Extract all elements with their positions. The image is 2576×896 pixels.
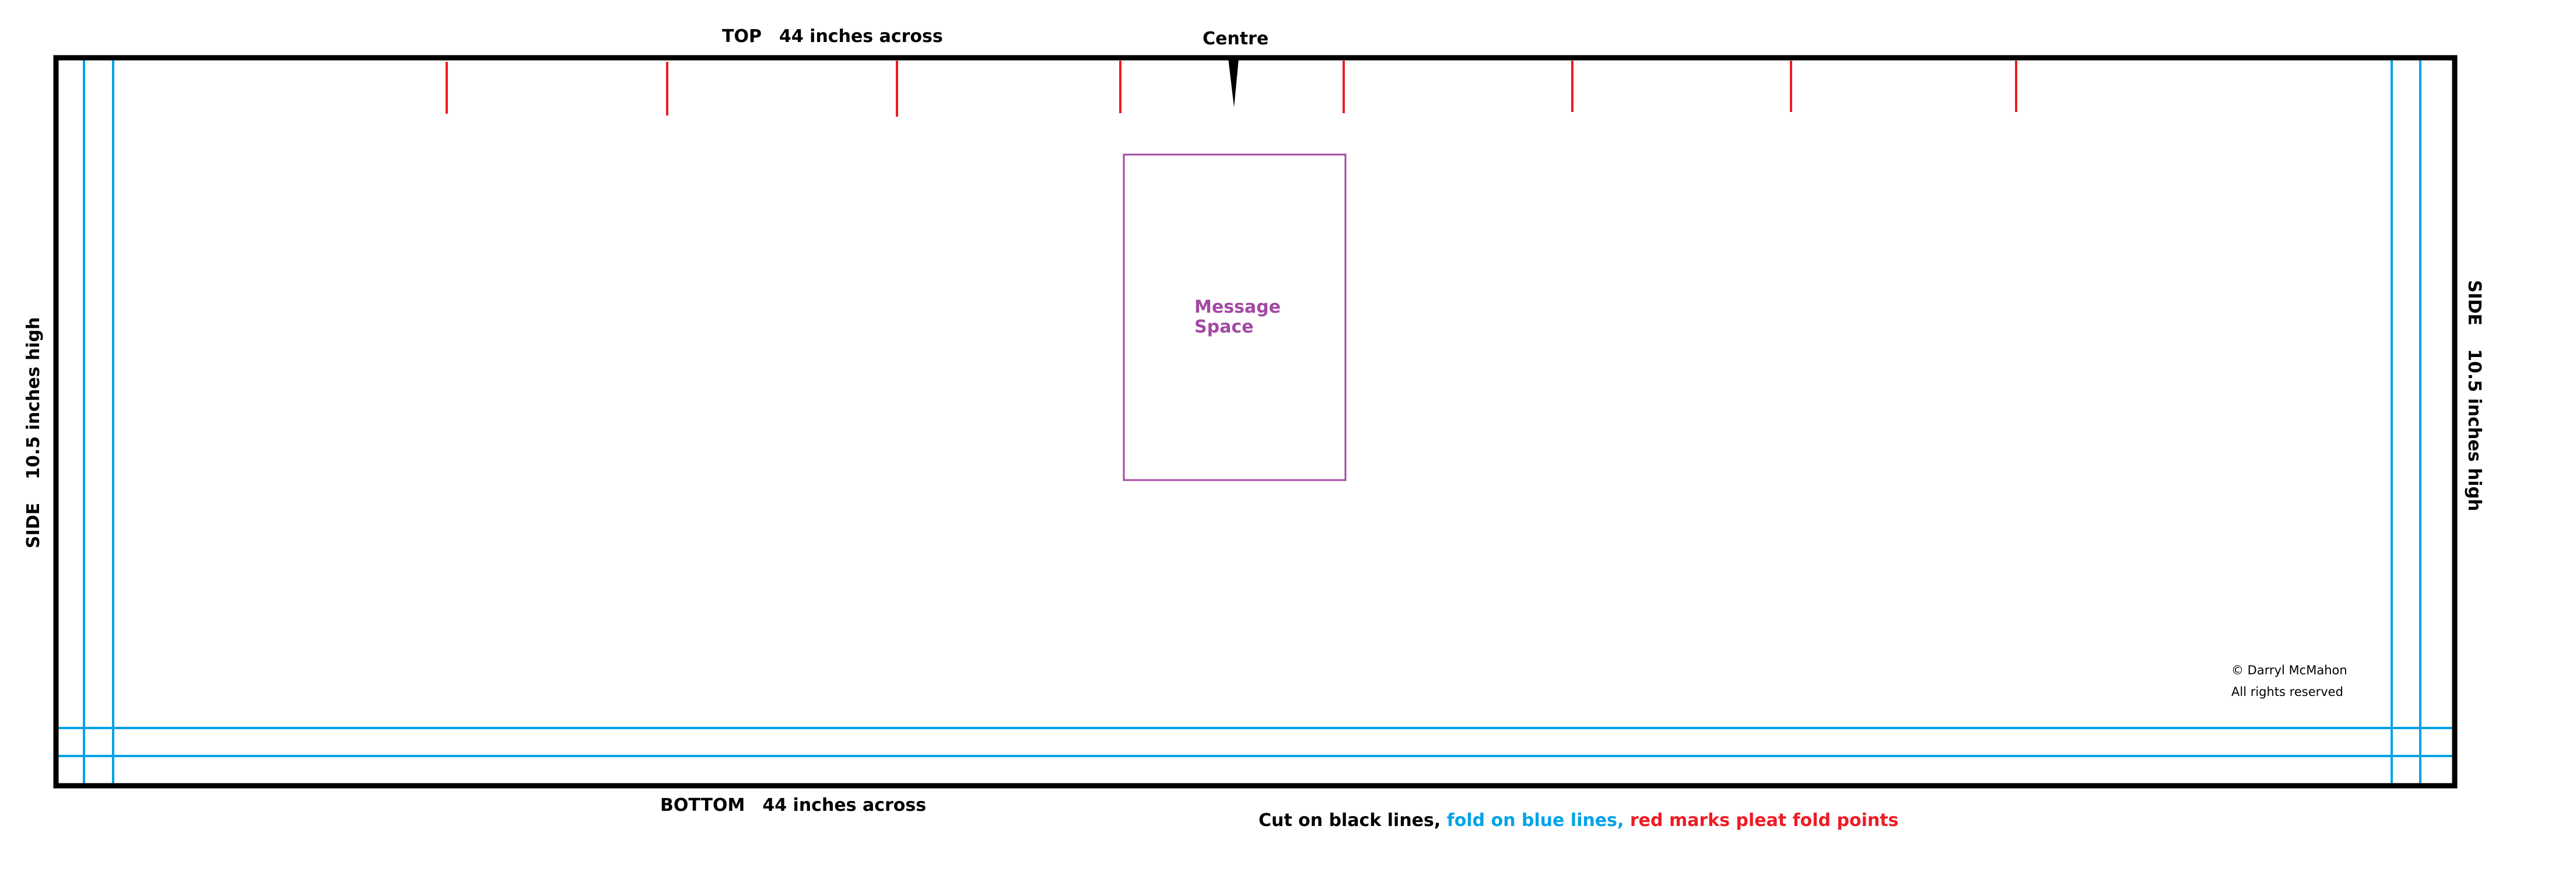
legend-pleat: red marks pleat fold points (1624, 810, 1898, 831)
message-space-box (1123, 153, 1347, 481)
left-side-label: SIDE10.5 inches high (23, 317, 44, 548)
cut-border (53, 55, 2458, 789)
legend: Cut on black lines, fold on blue lines, … (1259, 810, 1898, 831)
centre-marker-icon (1228, 58, 1239, 107)
rights-text: All rights reserved (2231, 685, 2343, 699)
legend-fold: fold on blue lines, (1441, 810, 1624, 831)
copyright-text: © Darryl McMahon (2231, 663, 2347, 677)
pleat-marks (446, 61, 2017, 117)
fold-lines (58, 58, 2452, 786)
centre-label: Centre (1203, 29, 1268, 49)
legend-cut: Cut on black lines, (1259, 810, 1441, 831)
right-side-label: SIDE10.5 inches high (2464, 280, 2484, 512)
